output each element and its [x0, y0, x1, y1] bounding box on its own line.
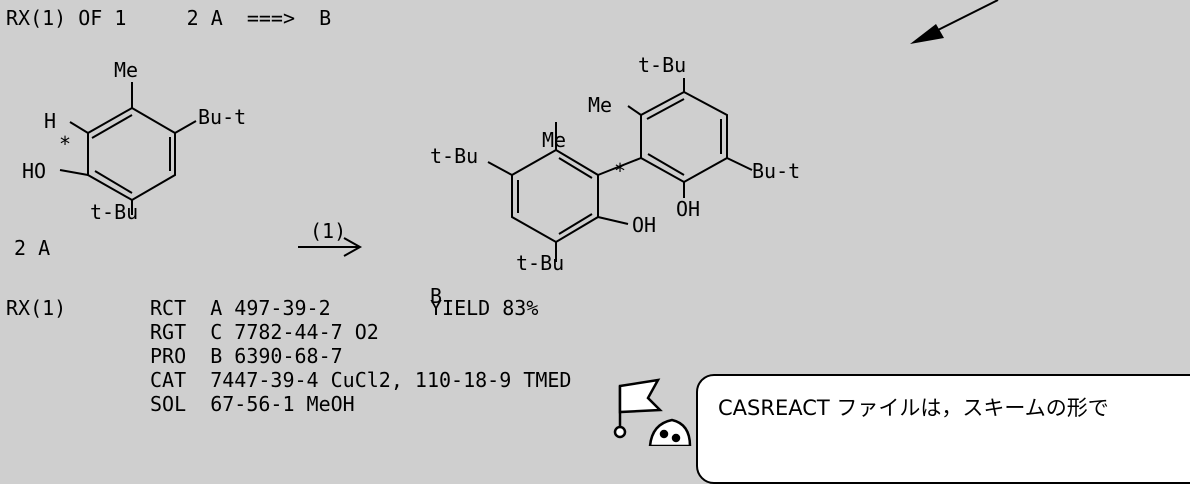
details-value: B 6390-68-7 — [210, 344, 343, 368]
details-row-sol: SOL 67-56-1 MeOH — [150, 392, 355, 416]
product-tbu-left-label: t-Bu — [430, 144, 478, 168]
product-me-left-label: Me — [542, 128, 566, 152]
callout-bubble: CASREACT ファイルは，スキームの形で — [696, 374, 1190, 484]
biaryl-bond — [597, 157, 642, 176]
product-compound-label: B — [430, 284, 443, 308]
product-right-ring — [627, 78, 753, 198]
details-row-pro: PRO B 6390-68-7 — [150, 344, 343, 368]
reactant-h-label: H — [44, 109, 56, 133]
reactant-star-label: * — [59, 132, 71, 156]
details-row-rct: RCT A 497-39-2 — [150, 296, 331, 320]
product-star-label: * — [614, 159, 626, 183]
reactant-compound-label: 2 A — [14, 236, 51, 260]
structure-canvas: Me H * Bu-t HO t-Bu (1) t-Bu Me Me t-Bu … — [22, 0, 999, 446]
details-key: SOL — [150, 392, 187, 416]
details-value: 7447-39-4 CuCl2, 110-18-9 TMED — [210, 368, 572, 392]
details-key: CAT — [150, 368, 187, 392]
details-value: 67-56-1 MeOH — [210, 392, 355, 416]
arrow-condition-label: (1) — [310, 219, 346, 243]
mascot-flag-icon — [613, 378, 692, 446]
details-value: C 7782-44-7 O2 — [210, 320, 379, 344]
details-row-cat: CAT 7447-39-4 CuCl2, 110-18-9 TMED — [150, 368, 571, 392]
details-key: RGT — [150, 320, 187, 344]
product-but-right-label: Bu-t — [752, 159, 800, 183]
reactant-but-label: Bu-t — [198, 105, 246, 129]
reactant-tbu-label: t-Bu — [90, 200, 138, 224]
product-oh-left-label: OH — [632, 213, 656, 237]
reactant-me-label: Me — [114, 58, 138, 82]
product-oh-right-label: OH — [676, 197, 700, 221]
yield-text: YIELD 83% — [430, 296, 539, 320]
reactant-ho-label: HO — [22, 159, 46, 183]
callout-text: CASREACT ファイルは，スキームの形で — [718, 396, 1109, 420]
details-value: A 497-39-2 — [210, 296, 331, 320]
details-rx-label: RX(1) — [6, 296, 67, 320]
details-key: PRO — [150, 344, 187, 368]
pointer-arrow-icon — [910, 0, 999, 44]
reactant-ring — [59, 82, 197, 215]
product-tbu-top-label: t-Bu — [638, 53, 686, 77]
details-row-rgt: RGT C 7782-44-7 O2 — [150, 320, 379, 344]
product-tbu-bottom-label: t-Bu — [516, 251, 564, 275]
reaction-arrow — [298, 237, 363, 257]
reaction-header: RX(1) OF 1 2 A ===> B — [6, 6, 332, 30]
details-key: RCT — [150, 296, 187, 320]
product-me-right-label: Me — [588, 93, 612, 117]
